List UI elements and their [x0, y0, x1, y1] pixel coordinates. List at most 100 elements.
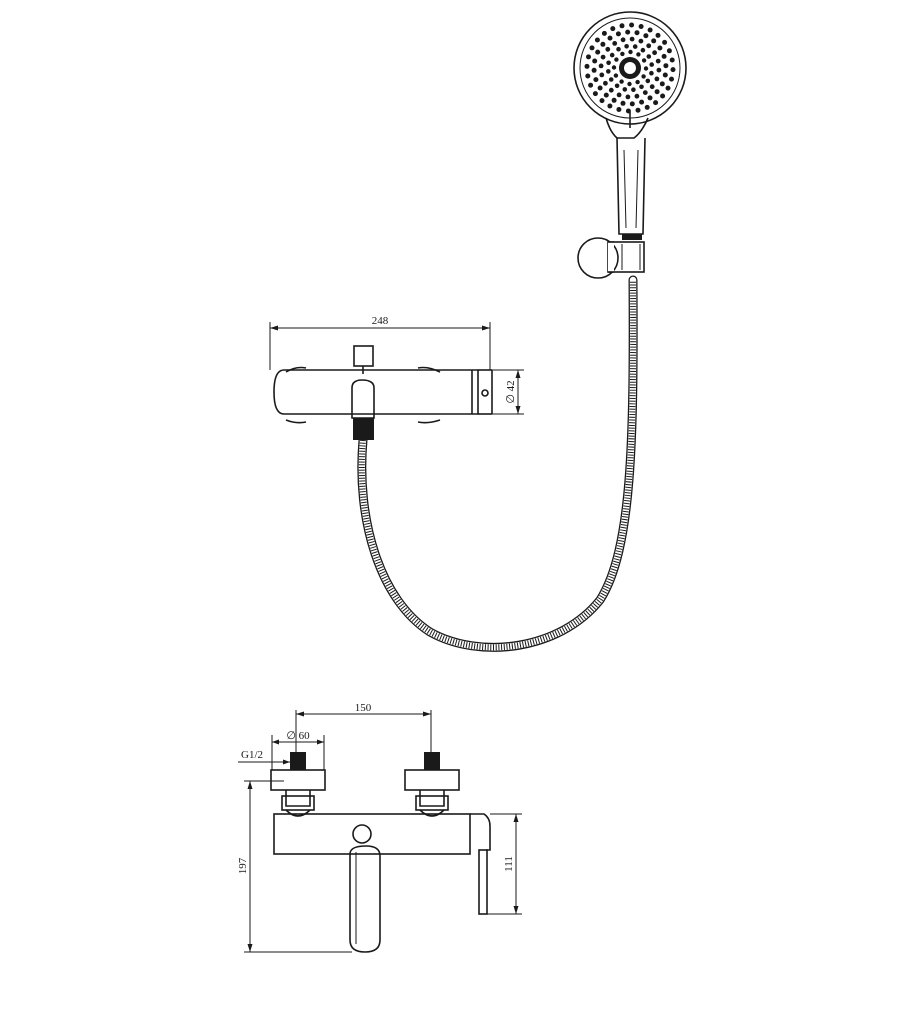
nozzle — [609, 52, 615, 58]
nozzle — [654, 76, 660, 82]
nozzle — [598, 63, 604, 69]
hand-shower — [573, 11, 687, 279]
nozzle — [655, 58, 661, 64]
left-inlet-thread — [290, 752, 306, 770]
nozzle — [619, 79, 624, 84]
shower-center — [624, 62, 636, 74]
nozzle — [584, 63, 590, 69]
nozzle — [639, 99, 645, 105]
nozzle — [643, 66, 649, 71]
nozzle — [614, 83, 620, 89]
dimension-top-diameter: ∅ 42 — [492, 369, 524, 415]
nozzle — [603, 92, 609, 98]
nozzle — [643, 33, 649, 39]
diverter-front — [352, 824, 372, 844]
nozzle — [586, 54, 591, 60]
nozzle — [600, 54, 606, 60]
nozzle — [661, 53, 667, 59]
label-111: 111 — [503, 856, 515, 872]
nozzle — [612, 41, 618, 46]
nozzle — [632, 44, 638, 49]
nozzle — [669, 57, 675, 63]
left-escutcheon — [270, 769, 326, 791]
nozzle — [622, 87, 628, 92]
nozzle — [652, 50, 657, 56]
right-inlet-thread — [424, 752, 440, 770]
nozzle — [597, 85, 603, 91]
nozzle — [670, 67, 676, 73]
label-197: 197 — [237, 857, 249, 874]
nozzle — [629, 22, 635, 28]
lever-top — [470, 813, 491, 851]
shower-neck — [605, 117, 649, 139]
nozzle — [662, 72, 668, 78]
mixer-body-top — [273, 369, 479, 415]
nozzle — [620, 100, 626, 106]
nozzle — [666, 48, 672, 54]
nozzle — [660, 93, 666, 99]
nozzle — [606, 60, 611, 66]
nozzle — [606, 69, 611, 74]
mixer-front-view — [270, 752, 491, 953]
nozzle — [662, 39, 668, 45]
nozzle — [593, 77, 599, 83]
nozzle — [620, 37, 626, 43]
diverter-knob — [353, 345, 374, 367]
nozzle — [605, 46, 611, 52]
nozzle — [619, 23, 625, 29]
nozzle — [600, 41, 606, 47]
nozzle — [639, 84, 644, 90]
label-248: 248 — [372, 315, 389, 327]
nozzle — [599, 98, 605, 104]
hose-nut — [353, 418, 374, 440]
nozzle — [603, 80, 608, 86]
nozzle — [665, 85, 671, 91]
dimension-bottom-diameter: ∅ 60 — [271, 730, 325, 770]
dimension-bottom-height-body: 111 — [487, 813, 522, 915]
shower-handle — [616, 137, 646, 235]
nozzle — [592, 58, 598, 64]
nozzle — [631, 87, 636, 92]
nozzle — [625, 29, 631, 35]
nozzle — [601, 30, 607, 36]
dimension-bottom-thread: G1/2 — [238, 749, 290, 765]
nozzle — [649, 70, 654, 76]
nozzle — [641, 58, 647, 63]
dimension-bottom-spacing: 150 — [295, 702, 432, 770]
nozzle — [649, 84, 655, 90]
nozzle — [638, 38, 644, 44]
nozzle — [592, 91, 598, 97]
nozzle — [627, 81, 632, 87]
nozzle — [607, 103, 613, 109]
nozzle — [620, 51, 625, 57]
nozzle — [629, 36, 635, 42]
nozzle — [641, 74, 646, 79]
nozzle — [611, 65, 617, 70]
nozzle — [613, 73, 619, 78]
nozzle — [647, 95, 653, 101]
nozzle — [610, 26, 616, 32]
nozzle — [651, 38, 657, 44]
shower-hose — [357, 275, 638, 652]
label-diameter-42: ∅ 42 — [505, 380, 517, 403]
bracket-knob — [577, 237, 619, 279]
shower-nozzles — [584, 22, 676, 114]
nozzle — [655, 32, 661, 38]
nozzle — [654, 89, 660, 95]
mixer-body-front — [273, 813, 471, 855]
lever-handle — [478, 849, 488, 915]
left-nut — [281, 795, 315, 811]
nozzle — [625, 94, 631, 100]
nozzle — [640, 47, 646, 53]
nozzle — [647, 27, 653, 33]
label-150: 150 — [355, 702, 372, 714]
nozzle — [611, 97, 617, 103]
right-nut — [415, 795, 449, 811]
nozzle — [616, 107, 622, 112]
dimension-top-width: 248 — [269, 315, 491, 370]
nozzle — [616, 92, 622, 98]
shower-handle-facet — [623, 149, 639, 229]
nozzle — [634, 30, 640, 36]
nozzle — [614, 57, 619, 62]
